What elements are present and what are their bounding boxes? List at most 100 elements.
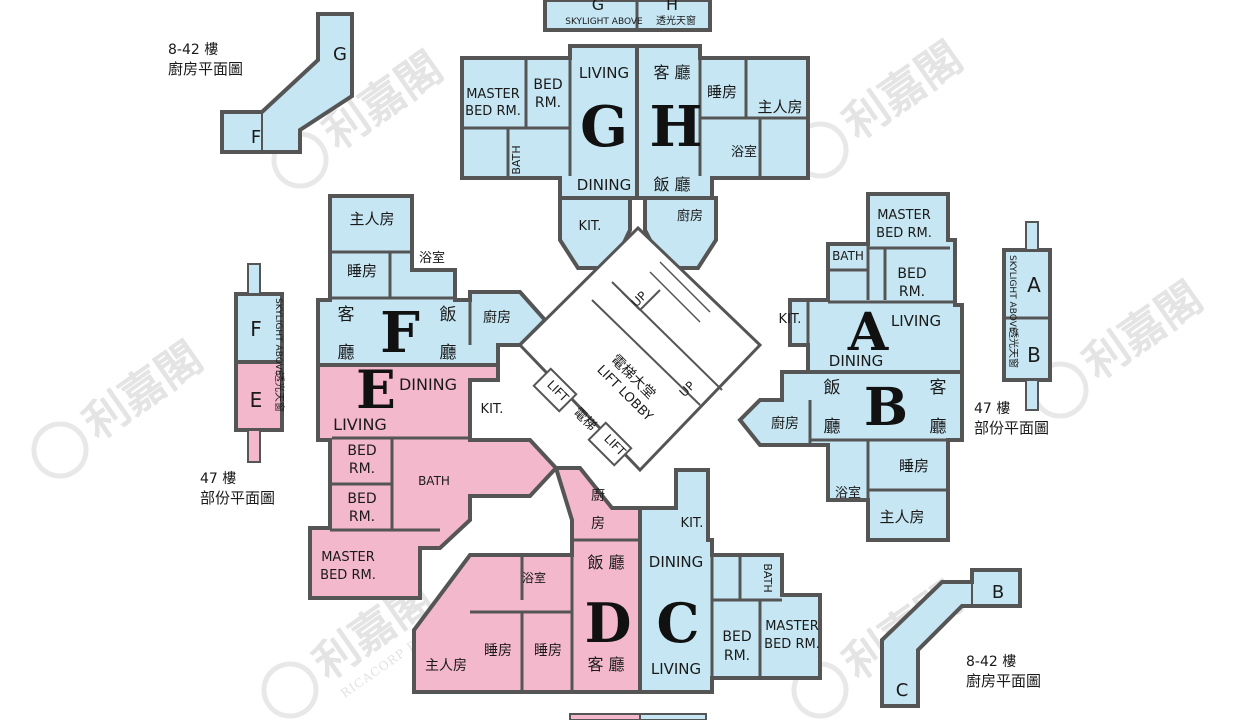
unit-f-letter: F [380, 300, 420, 366]
unit-a-letter: A [847, 302, 889, 363]
unit-g-living-label: LIVING [579, 64, 629, 82]
unit-b-bed-label: 睡房 [899, 457, 929, 475]
unit-d-living-label: 客 廳 [587, 655, 624, 674]
unit-d-bed-label-1: 睡房 [484, 643, 512, 659]
unit-h-master-label: 主人房 [757, 98, 802, 116]
unit-b-letter: B [864, 377, 908, 438]
unit-e-fill [308, 363, 559, 600]
top-strip-fill [543, 0, 712, 32]
unit-b-master-label: 主人房 [879, 508, 924, 526]
unit-d: 廚 房 飯 廳 D 客 廳 浴室 主人房 睡房 睡房 [412, 466, 642, 694]
unit-f-fill [316, 194, 548, 367]
unit-e-bed-label-1b: RM. [349, 461, 375, 477]
unit-f-dining-label-b: 廳 [440, 343, 457, 363]
unit-h-living-label: 客 廳 [653, 63, 690, 82]
unit-f-bath-label: 浴室 [419, 250, 445, 266]
bottom-stub-pink [569, 713, 641, 720]
unit-e-master-label-2: BED RM. [320, 568, 376, 583]
unit-c-dining-label: DINING [649, 553, 703, 571]
inset-topleft-f: F [251, 127, 261, 148]
unit-a: MASTER BED RM. BATH BED RM. KIT. A LIVIN… [779, 192, 964, 374]
top-strip-h: H [666, 0, 678, 14]
unit-c-bed-label: BED [722, 629, 751, 645]
unit-d-bed-label-2: 睡房 [534, 643, 562, 659]
inset-right-ab-floors: 47 樓 [974, 401, 1010, 417]
unit-b: 飯 廳 B 客 廳 廚房 睡房 浴室 主人房 [737, 370, 964, 542]
unit-a-bed-label-2: RM. [899, 284, 925, 300]
inset-bottomright-b: B [992, 582, 1004, 603]
unit-h-letter: H [650, 94, 703, 160]
unit-c-letter: C [657, 591, 700, 655]
inset-bottomright: B C 8-42 樓 廚房平面圖 [880, 568, 1041, 708]
inset-left-fe-skylight-cn: 透光天窗 [273, 372, 286, 412]
watermark-logo-icon [31, 421, 89, 479]
unit-e-bed-label-2b: RM. [349, 509, 375, 525]
unit-b-living-label-b: 廳 [930, 417, 947, 437]
unit-g-bed-label: BED [533, 77, 562, 93]
inset-right-ab: A B SKYLIGHT ABOVE 透光天窗 47 樓 部份平面圖 [974, 221, 1052, 437]
unit-a-master-label: MASTER [877, 208, 931, 223]
unit-d-kit-label-a: 廚 [591, 487, 605, 504]
unit-c-kit-label: KIT. [681, 516, 704, 531]
unit-c-fill [638, 468, 822, 694]
unit-h: 客 廳 H 飯 廳 睡房 主人房 浴室 廚房 [635, 44, 810, 270]
inset-left-fe-skylight: SKYLIGHT ABOVE [273, 298, 283, 376]
unit-g-letter: G [580, 94, 628, 160]
unit-e-kit-label: KIT. [481, 402, 504, 417]
unit-h-bath-label: 浴室 [731, 144, 757, 160]
unit-f-master-label: 主人房 [349, 210, 394, 228]
unit-e-bed-label-2: BED [347, 491, 376, 507]
unit-f-kit-label: 廚房 [483, 309, 511, 326]
unit-a-living-label: LIVING [891, 312, 941, 330]
inset-right-ab-title: 部份平面圖 [974, 419, 1049, 437]
inset-topleft-g: G [333, 44, 347, 65]
unit-f-bed-label: 睡房 [347, 262, 377, 280]
inset-topleft-floors: 8-42 樓 [168, 42, 218, 58]
unit-c: KIT. DINING C LIVING BATH BED RM. MASTER… [638, 468, 822, 694]
unit-g-master-label: MASTER [466, 87, 520, 102]
top-strip-skylight: SKYLIGHT ABOVE [565, 17, 643, 27]
unit-e-master-label: MASTER [321, 550, 375, 565]
unit-a-bed-label: BED [897, 266, 926, 282]
top-strip-g: G [592, 0, 604, 14]
unit-g-kit-label: KIT. [579, 219, 602, 234]
watermark-logo-icon [261, 661, 319, 719]
unit-b-kit-label: 廚房 [771, 415, 799, 432]
unit-b-dining-label-a: 飯 [824, 378, 841, 398]
unit-d-letter: D [585, 591, 632, 655]
unit-a-master-label-2: BED RM. [876, 226, 932, 241]
watermark-brand: 利嘉閣 [75, 332, 212, 449]
unit-e-bath-label: BATH [418, 474, 450, 488]
inset-right-ab-b: B [1027, 343, 1041, 367]
unit-g-bed-label-2: RM. [535, 95, 561, 111]
unit-f: 主人房 睡房 浴室 客 廳 F 飯 廳 廚房 [316, 194, 548, 367]
watermark-brand: 利嘉閣 [1075, 272, 1212, 389]
unit-e-living-label: LIVING [333, 415, 387, 434]
inset-right-ab-skylight-cn: 透光天窗 [1007, 328, 1020, 368]
unit-e-dining-label: DINING [399, 375, 457, 394]
unit-e: E DINING LIVING KIT. BED RM. BED RM. BAT… [308, 360, 559, 600]
top-strip: G H SKYLIGHT ABOVE 透光天窗 [543, 0, 712, 32]
unit-a-bath-label: BATH [832, 249, 864, 263]
unit-g-dining-label: DINING [577, 176, 631, 194]
unit-c-bed-label-2: RM. [724, 648, 750, 664]
inset-right-ab-a: A [1027, 273, 1041, 297]
unit-c-living-label: LIVING [651, 660, 701, 678]
watermark-brand: 利嘉閣 [835, 32, 972, 149]
unit-c-bath-label: BATH [761, 563, 774, 592]
unit-f-living-label-b: 廳 [338, 343, 355, 363]
unit-g-bath-label: BATH [510, 145, 523, 174]
inset-topleft-title: 廚房平面圖 [168, 60, 243, 78]
unit-d-bath-label: 浴室 [522, 570, 546, 585]
inset-left-fe-e: E [250, 388, 263, 412]
core-outline [517, 225, 763, 473]
inset-left-fe: F E SKYLIGHT ABOVE 透光天窗 47 樓 部份平面圖 [200, 263, 286, 507]
unit-a-kit-label: KIT. [779, 312, 802, 327]
unit-h-dining-label: 飯 廳 [653, 175, 690, 194]
inset-left-fe-title: 部份平面圖 [200, 489, 275, 507]
unit-b-bath-label: 浴室 [835, 485, 861, 501]
unit-d-dining-label: 飯 廳 [587, 553, 624, 572]
unit-g-master-label-2: BED RM. [465, 104, 521, 119]
